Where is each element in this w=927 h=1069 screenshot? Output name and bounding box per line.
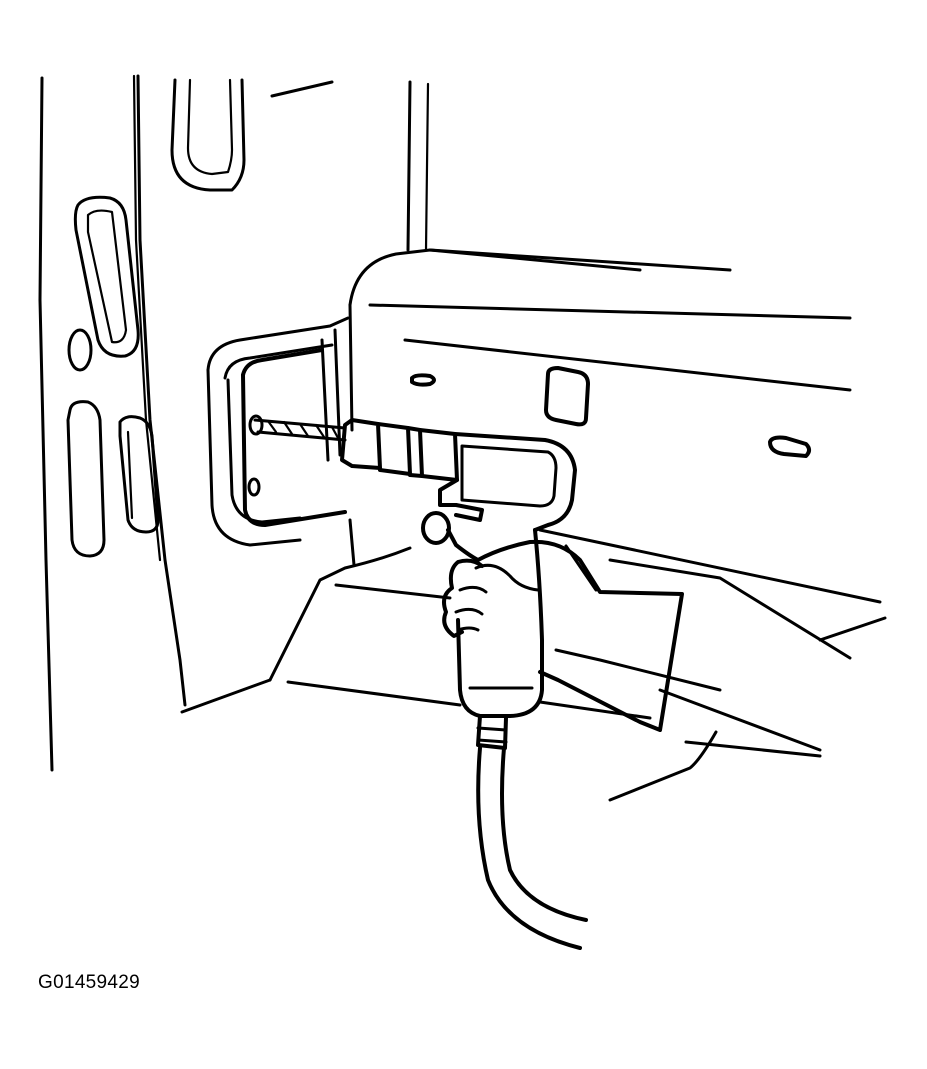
left-panel: [38, 74, 430, 772]
drill-bit: [253, 418, 347, 442]
hand: [442, 539, 684, 732]
upper-slot: [170, 78, 334, 192]
figure-id-label: G01459429: [38, 972, 141, 993]
mounting-bracket: [206, 316, 350, 547]
power-cord: [476, 746, 588, 950]
panel-openings: [66, 195, 160, 558]
floor-step: [180, 546, 822, 802]
power-drill: [340, 418, 577, 750]
housing-box: [348, 248, 887, 660]
